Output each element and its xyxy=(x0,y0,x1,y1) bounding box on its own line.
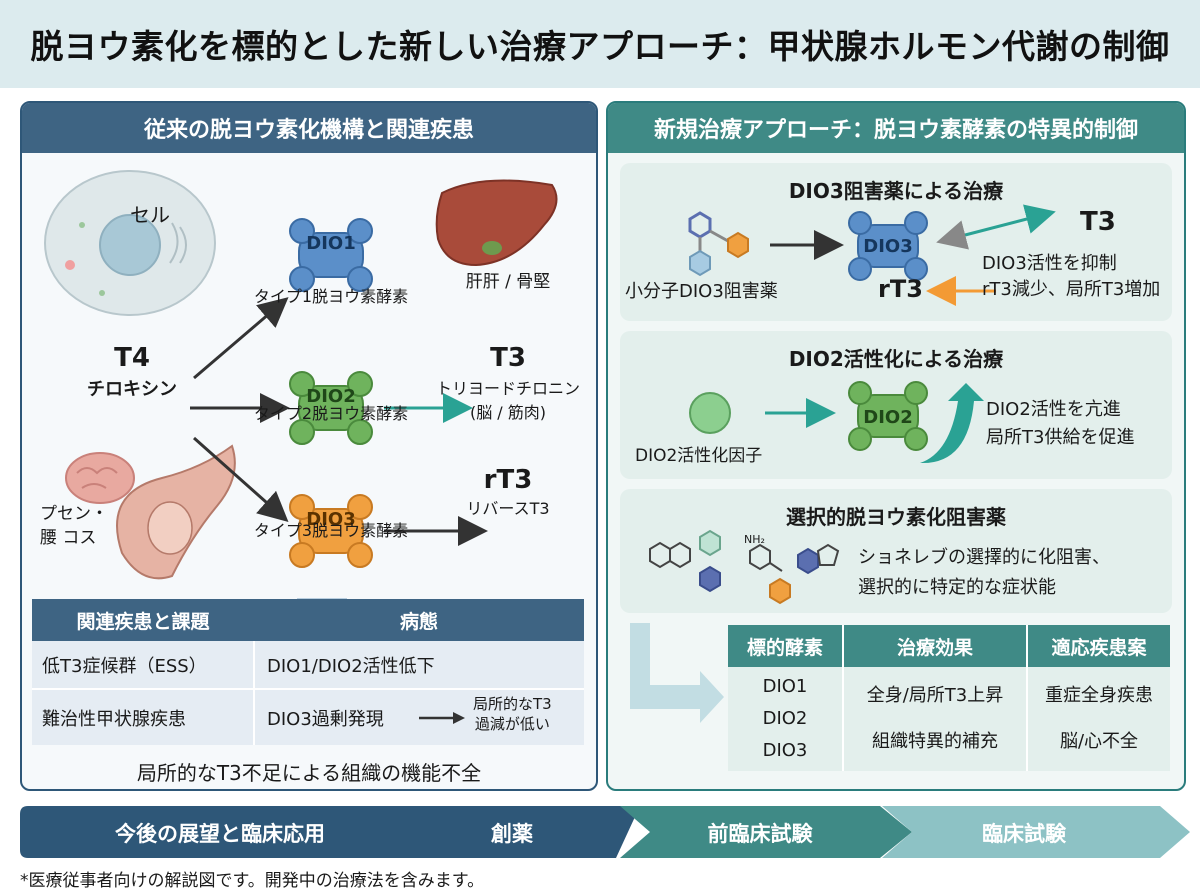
dio3-inhibitor-box: DIO3阻害薬による治療 xyxy=(620,163,1172,321)
placenta-label-1: プセン・ xyxy=(40,504,108,524)
dio2-enzyme-icon xyxy=(848,381,928,451)
cell-icon xyxy=(44,170,216,316)
molecule-icon xyxy=(749,543,791,605)
footnote: *医療従事者向けの解説図です。開発中の治療法を含みます。 xyxy=(20,871,485,891)
activator-label: DIO2活性化因子 xyxy=(635,446,763,466)
roadmap-step: 前臨床試験 xyxy=(707,822,813,846)
right-panel: 新規治療アプローチ：脱ヨウ素酵素の特異的制御 DIO3阻害薬による治療 xyxy=(606,101,1186,791)
indication-item: 重症全身疾患 xyxy=(1045,685,1153,706)
box2-enzyme-label: DIO2 xyxy=(863,407,913,428)
mechanism-diagram xyxy=(44,170,558,638)
liver-label: 肝肝 / 骨堅 xyxy=(465,272,551,292)
dio2-desc: タイプ2脱ヨウ素酵素 xyxy=(253,404,409,423)
left-panel-header: 従来の脱ヨウ素化機構と関連疾患 xyxy=(22,103,596,153)
upward-arrow-icon xyxy=(920,383,984,464)
corner-arrow-icon xyxy=(630,623,724,723)
target-table-header: 治療効果 xyxy=(843,625,1028,667)
page-title: 脱ヨウ素化を標的とした新しい治療アプローチ：甲状腺ホルモン代謝の制御 xyxy=(30,27,1170,66)
target-table-header: 適応疾患案 xyxy=(1051,636,1147,659)
table-row: DIO1 DIO2 DIO3 全身/局所T3上昇 組織特異的補充 重症全身疾患 … xyxy=(728,667,1170,771)
down-arrow-icon xyxy=(275,598,369,638)
roadmap-bar xyxy=(20,806,1190,858)
title-bar: 脱ヨウ素化を標的とした新しい治療アプローチ：甲状腺ホルモン代謝の制御 xyxy=(0,0,1200,88)
enzyme-item: DIO1 xyxy=(762,676,808,697)
roadmap-step: 創薬 xyxy=(491,822,533,846)
box3-text-2: 選択的に特定的な症状能 xyxy=(858,577,1056,598)
box2-title: DIO2活性化による治療 xyxy=(788,347,1004,371)
t3-name: トリヨードチロニン xyxy=(435,379,581,398)
dio1-label: DIO1 xyxy=(306,233,356,254)
roadmap-step: 臨床試験 xyxy=(982,822,1066,846)
roadmap-step: 今後の展望と臨床応用 xyxy=(115,822,325,846)
box3-text-1: ショネレブの選擇的に化阻害、 xyxy=(858,547,1110,568)
inhibitor-label: 小分子DIO3阻害薬 xyxy=(625,281,778,302)
right-panel-header: 新規治療アプローチ：脱ヨウ素酵素の特異的制御 xyxy=(608,103,1184,153)
disease-table-header: 病態 xyxy=(399,610,438,633)
enzyme-item: DIO2 xyxy=(762,708,808,729)
disease-table: 関連疾患と課題 病態 低T3症候群（ESS） DIO1/DIO2活性低下 難治性… xyxy=(32,599,584,745)
indication-item: 脳/心不全 xyxy=(1059,731,1139,752)
disease-cell: 低T3症候群（ESS） xyxy=(32,641,255,689)
activator-sphere-icon xyxy=(689,392,731,434)
selective-inhibitor-box: 選択的脱ヨウ素化阻害薬 NH₂ ショネレブの選擇的に化阻害、 選択的に特定的な症… xyxy=(620,489,1172,613)
dio3-inhibitor-diagram xyxy=(688,204,1056,306)
box1-effect-1: DIO3活性を抑制 xyxy=(982,253,1117,274)
molecule-icon xyxy=(649,529,721,593)
box2-effect-1: DIO2活性を亢進 xyxy=(986,399,1121,420)
pathology-text: DIO3過剰発現 xyxy=(267,708,384,730)
dio2-label: DIO2 xyxy=(306,386,356,407)
t3-sites: (脳 / 筋肉) xyxy=(469,403,547,422)
arrow-icon xyxy=(419,712,465,724)
effect-item: 組織特異的補充 xyxy=(872,731,998,752)
brain-icon xyxy=(65,452,135,504)
enzyme-item: DIO3 xyxy=(762,740,808,761)
box2-effect-2: 局所T3供給を促進 xyxy=(986,427,1135,448)
molecule-icon xyxy=(797,543,840,575)
fetus-icon xyxy=(116,444,236,580)
molecule-icon xyxy=(688,211,749,277)
box1-effect-2: rT3減少、局所T3増加 xyxy=(982,279,1161,300)
target-table-header: 標的酵素 xyxy=(728,625,844,667)
left-panel: 従来の脱ヨウ素化機構と関連疾患 xyxy=(20,101,598,791)
dio3-label: DIO3 xyxy=(306,509,356,530)
effect-cell: 全身/局所T3上昇 組織特異的補充 xyxy=(843,667,1028,771)
cell-label: セル xyxy=(130,203,170,227)
effect-item: 全身/局所T3上昇 xyxy=(866,685,1004,706)
dio3-enzyme-icon xyxy=(289,494,373,568)
target-table: 標的酵素 治療効果 適応疾患案 DIO1 DIO2 DIO3 全身/局所T3上昇… xyxy=(728,625,1170,771)
dio3-enzyme-icon xyxy=(848,211,928,281)
placenta-label-2: 腰 コス xyxy=(40,528,97,548)
t3-title: T3 xyxy=(490,343,526,373)
liver-icon xyxy=(435,179,558,267)
dio2-activator-diagram xyxy=(689,381,984,464)
t4-title: T4 xyxy=(114,343,150,373)
box1-t3-label: T3 xyxy=(1080,207,1116,237)
t4-name: チロキシン xyxy=(87,379,177,400)
box1-enzyme-label: DIO3 xyxy=(863,236,913,257)
rt3-name: リバースT3 xyxy=(466,499,550,518)
table-row: 低T3症候群（ESS） DIO1/DIO2活性低下 xyxy=(32,641,584,689)
dio1-desc: タイプ1脱ヨウ素酵素 xyxy=(253,287,409,306)
box1-title: DIO3阻害薬による治療 xyxy=(788,179,1004,203)
dio1-enzyme-icon xyxy=(289,218,373,292)
dio2-activator-box: DIO2活性化による治療 DIO2活性化因子 DIO2 DIO2活性を亢進 局所… xyxy=(620,331,1172,479)
dio3-desc: タイプ3脱ヨウ素酵素 xyxy=(253,521,409,540)
nh2-label: NH₂ xyxy=(744,533,765,546)
pathology-cell: DIO1/DIO2活性低下 xyxy=(267,655,435,677)
rt3-title: rT3 xyxy=(483,465,533,495)
indication-cell: 重症全身疾患 脳/心不全 xyxy=(1027,667,1170,771)
dio2-enzyme-icon xyxy=(289,371,373,445)
disease-cell: 難治性甲状腺疾患 xyxy=(32,689,255,745)
box3-title: 選択的脱ヨウ素化阻害薬 xyxy=(786,505,1006,529)
enzyme-cell: DIO1 DIO2 DIO3 xyxy=(728,667,844,771)
disease-table-header: 関連疾患と課題 xyxy=(76,610,210,633)
left-summary-text: 局所的なT3不足による組織の機能不全 xyxy=(136,761,482,785)
selective-molecules-diagram xyxy=(649,529,840,605)
box1-rt3-label: rT3 xyxy=(878,275,923,303)
